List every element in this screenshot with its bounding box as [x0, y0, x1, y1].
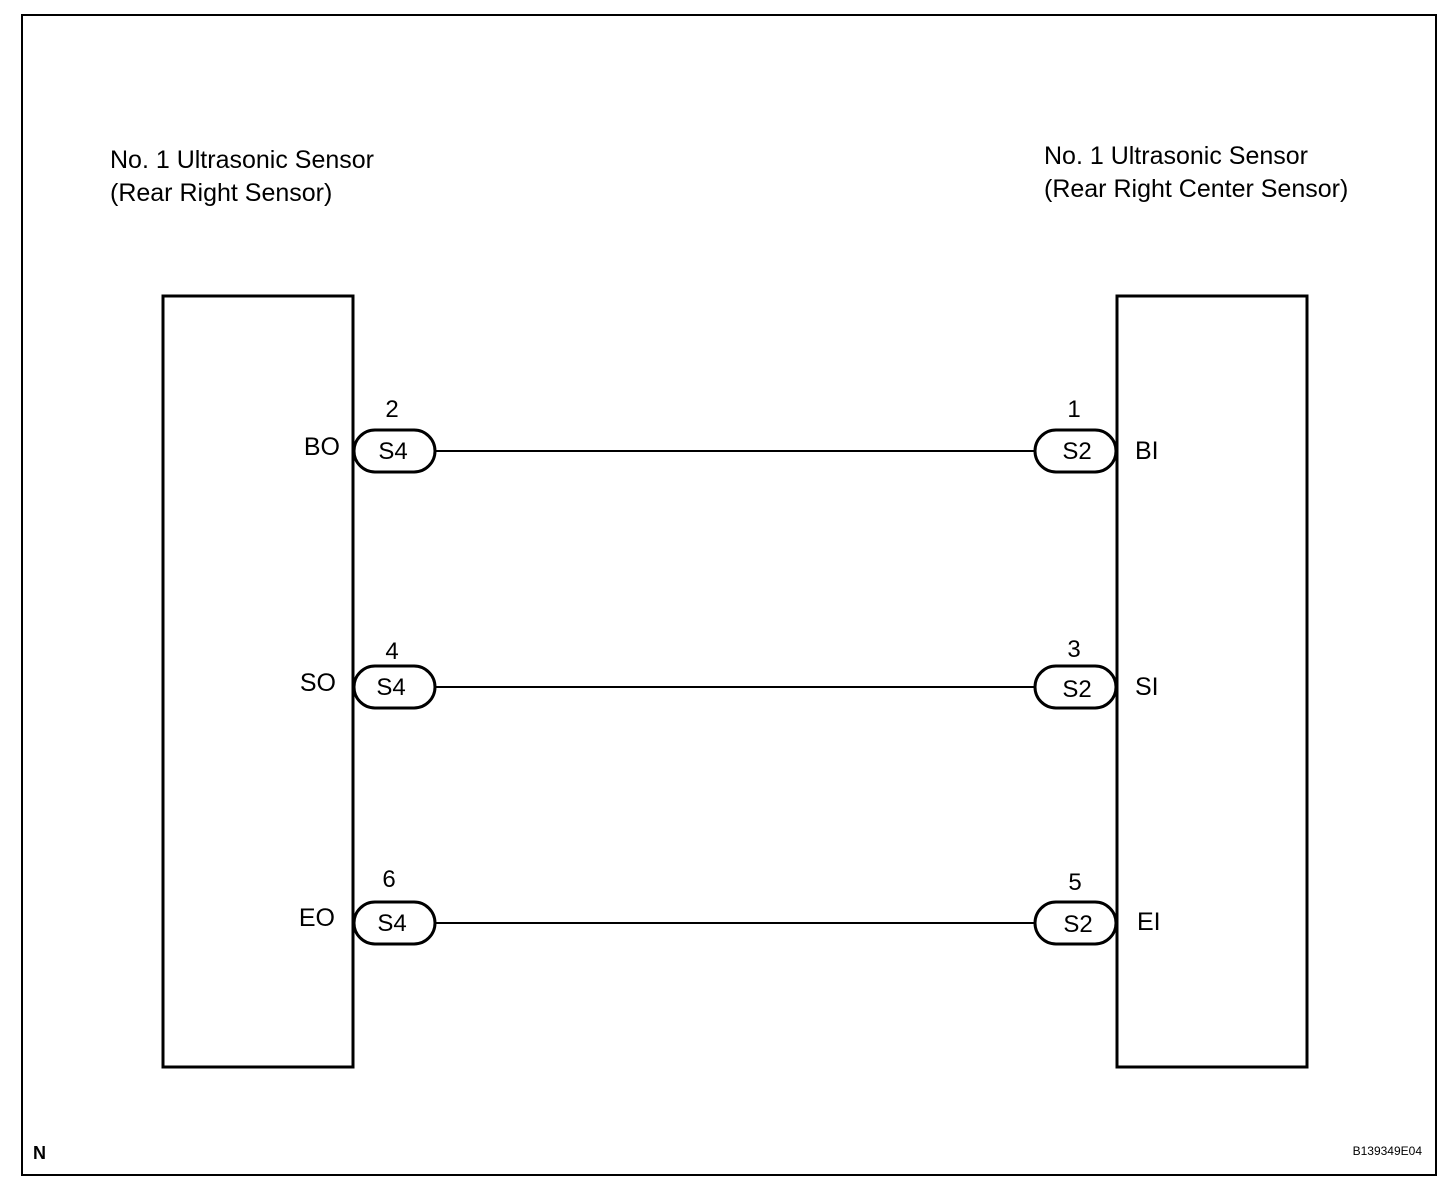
wire-bo-bi: BO 2 S4 1 S2 BI [304, 396, 1159, 474]
right-component-title-line1: No. 1 Ultrasonic Sensor [1044, 142, 1308, 170]
right-pin-number: 3 [1067, 636, 1080, 663]
right-signal-label: EI [1137, 908, 1161, 936]
left-component-title-line1: No. 1 Ultrasonic Sensor [110, 146, 374, 174]
right-pin-number: 5 [1068, 869, 1081, 896]
left-signal-label: SO [300, 669, 336, 697]
left-connector-tab [352, 900, 437, 946]
right-connector-id: S2 [1062, 676, 1091, 703]
right-connector-tab [1033, 664, 1118, 710]
left-signal-label: BO [304, 433, 340, 461]
figure-code: B139349E04 [1353, 1144, 1423, 1158]
left-pin-number: 4 [385, 638, 398, 665]
right-signal-label: BI [1135, 437, 1159, 465]
left-connector-id: S4 [377, 910, 406, 937]
right-connector-tab [1033, 900, 1118, 946]
left-sensor-box [161, 294, 355, 1069]
left-connector-tab [352, 664, 437, 710]
right-component-title-line2: (Rear Right Center Sensor) [1044, 175, 1348, 203]
wire-so-si: SO 4 S4 3 S2 SI [300, 636, 1159, 710]
diagram-frame [21, 14, 1437, 1176]
wire-eo-ei: EO 6 S4 5 S2 EI [299, 866, 1161, 946]
right-sensor-box [1115, 294, 1309, 1069]
left-signal-label: EO [299, 904, 335, 932]
left-pin-number: 6 [382, 866, 395, 893]
left-component-title-line2: (Rear Right Sensor) [110, 179, 332, 207]
left-connector-id: S4 [378, 438, 407, 465]
corner-label: N [33, 1143, 46, 1163]
right-pin-number: 1 [1067, 396, 1080, 423]
left-pin-number: 2 [385, 396, 398, 423]
left-connector-tab [352, 428, 437, 474]
right-connector-id: S2 [1063, 911, 1092, 938]
left-connector-id: S4 [376, 674, 405, 701]
right-connector-id: S2 [1062, 438, 1091, 465]
right-signal-label: SI [1135, 673, 1159, 701]
right-connector-tab [1033, 428, 1118, 474]
